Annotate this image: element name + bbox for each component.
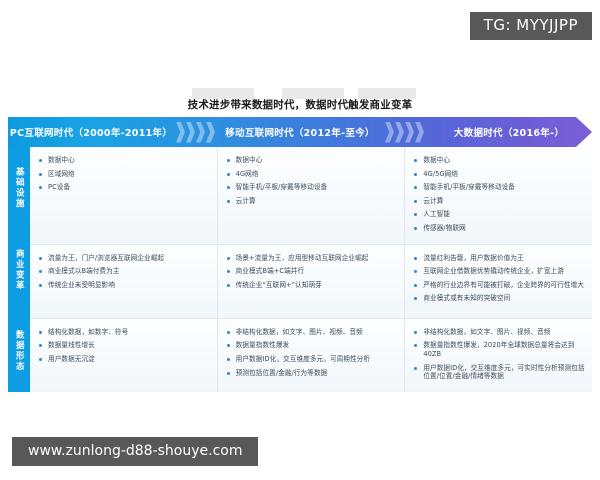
- cell-business-change-mobile: 场景+流量为王，应用型移动互联网企业崛起商业模式B端+C端并行传统企业“互联网+…: [218, 244, 406, 318]
- era-label-pc: PC互联网时代（2000年-2011年）: [9, 128, 173, 139]
- bullet-item: 云计算: [414, 197, 585, 206]
- bullet-list: 非结构化数据，如文字、图片、视频、音频数据量指数性爆发，2020年全球数据总量将…: [414, 328, 585, 381]
- site-watermark: www.zunlong-d88-shouye.com: [12, 436, 259, 466]
- rail-label-infrastructure: 基础设施: [14, 166, 25, 209]
- chevron-right-icon: [186, 122, 195, 143]
- bullet-list: 流量为王，门户/浏览器互联网企业崛起商业模式以B端付费为主传统企业未受明显影响: [39, 254, 210, 290]
- rail-label-business-change: 商业变革: [14, 248, 25, 291]
- cell-infrastructure-bigdata: 数据中心 4G/5G网络智能手机/平板/穿戴等移动设备云计算人工智能传感器/物联网: [405, 147, 592, 244]
- bullet-item: 结构化数据，如数字、符号: [39, 328, 210, 337]
- bullet-item: 非结构化数据，如文字、图片、视频、音频: [414, 328, 585, 337]
- infographic: 技术进步带来数据时代，数据时代触发商业变革 PC互联网时代（2000年-2011…: [8, 88, 592, 392]
- chevron-right-icon: [176, 122, 185, 143]
- redaction-smudge: [357, 88, 416, 99]
- chevron-right-icon: [385, 122, 394, 143]
- bullet-item: 智能手机/平板/穿戴等移动设备: [414, 183, 585, 192]
- bullet-item: 商业模式B端+C端并行: [226, 267, 398, 276]
- bullet-item: 预测包括位置/金融/行为等数据: [226, 369, 398, 378]
- rail-label-data-form: 数据形态: [14, 330, 25, 373]
- rail-cell-business-change: 商业变革: [8, 229, 30, 311]
- bullet-item: 用户数据无沉淀: [39, 355, 210, 364]
- bullet-item: 数据量线性增长: [39, 341, 210, 350]
- chevron-right-icon: [196, 122, 205, 143]
- chevron-right-icon: [405, 122, 414, 143]
- bullet-list: 数据中心 4G/5G网络智能手机/平板/穿戴等移动设备云计算人工智能传感器/物联网: [414, 156, 585, 233]
- bullet-list: 非结构化数据，如文字、图片、视频、音频数据量指数性爆发用户数据ID化，交互维度多…: [226, 328, 398, 378]
- bullet-item: 传统企业未受明显影响: [39, 281, 210, 290]
- bullet-item: PC设备: [39, 183, 210, 192]
- bullet-list: 场景+流量为王，应用型移动互联网企业崛起商业模式B端+C端并行传统企业“互联网+…: [226, 254, 398, 290]
- page-title: 技术进步带来数据时代，数据时代触发商业变革: [186, 88, 416, 112]
- bullet-list: 数据中心 4G网络智能手机/平板/穿戴等移动设备云计算: [226, 156, 398, 206]
- bullet-item: 传感器/物联网: [414, 224, 585, 233]
- bullet-item: 商业模式以B端付费为主: [39, 267, 210, 276]
- redaction-smudge: [281, 88, 344, 99]
- bullet-item: 人工智能: [414, 210, 585, 219]
- grid-row-data-form: 结构化数据，如数字、符号数据量线性增长用户数据无沉淀 非结构化数据，如文字、图片…: [30, 318, 592, 392]
- chevron-right-icon: [206, 122, 215, 143]
- bullet-item: 流量为王，门户/浏览器互联网企业崛起: [39, 254, 210, 263]
- page-title-text: 技术进步带来数据时代，数据时代触发商业变革: [187, 99, 413, 111]
- cell-business-change-pc: 流量为王，门户/浏览器互联网企业崛起商业模式以B端付费为主传统企业未受明显影响: [30, 244, 218, 318]
- bullet-list: 结构化数据，如数字、符号数据量线性增长用户数据无沉淀: [39, 328, 210, 364]
- bullet-item: 商业模式或有未知的突破空间: [414, 294, 585, 303]
- era-label-bigdata: 大数据时代（2016年-）: [453, 128, 565, 139]
- chevron-separator-2: [383, 122, 426, 143]
- era-timeline-banner: PC互联网时代（2000年-2011年） 移动互联网时代（2012年-至今） 大…: [8, 117, 592, 147]
- bullet-item: 非结构化数据，如文字、图片、视频、音频: [226, 328, 398, 337]
- bullet-item: 数据中心: [39, 156, 210, 165]
- bullet-item: 用户数据ID化，交互维度多元，可周期性分析: [226, 355, 398, 364]
- bullet-item: 数据中心: [226, 156, 398, 165]
- category-rail: 基础设施 商业变革 数据形态: [8, 147, 30, 392]
- chevron-right-icon: [415, 122, 424, 143]
- chevron-separator-1: [174, 122, 217, 143]
- chevron-right-icon: [395, 122, 404, 143]
- grid-row-business-change: 流量为王，门户/浏览器互联网企业崛起商业模式以B端付费为主传统企业未受明显影响 …: [30, 244, 592, 319]
- cell-data-form-pc: 结构化数据，如数字、符号数据量线性增长用户数据无沉淀: [30, 318, 218, 392]
- cell-data-form-mobile: 非结构化数据，如文字、图片、视频、音频数据量指数性爆发用户数据ID化，交互维度多…: [218, 318, 406, 392]
- bullet-item: 4G网络: [226, 170, 398, 179]
- era-label-mobile: 移动互联网时代（2012年-至今）: [225, 128, 375, 139]
- tg-tag-badge: TG: MYYJJPP: [469, 12, 592, 40]
- bullet-item: 用户数据ID化，交互维度多元，可实时性分析预测包括位置/位置/金融/情绪等数据: [414, 364, 585, 381]
- bullet-item: 智能手机/平板/穿戴等移动设备: [226, 183, 398, 192]
- bullet-item: 数据中心: [414, 156, 585, 165]
- rail-cell-data-form: 数据形态: [8, 310, 30, 392]
- bullet-item: 严格的行业边界有可能被打破，企业跨界的可行性增大: [414, 281, 585, 290]
- bullet-item: 云计算: [226, 197, 398, 206]
- cell-data-form-bigdata: 非结构化数据，如文字、图片、视频、音频数据量指数性爆发，2020年全球数据总量将…: [405, 319, 592, 392]
- redaction-smudge: [191, 88, 254, 99]
- bullet-item: 数据量指数性爆发，2020年全球数据总量将会达到40ZB: [414, 341, 585, 358]
- cell-infrastructure-pc: 数据中心区域网络 PC设备: [30, 147, 218, 244]
- cell-infrastructure-mobile: 数据中心 4G网络智能手机/平板/穿戴等移动设备云计算: [218, 147, 406, 244]
- bullet-list: 流量红利告罄，用户数据价值为王互联网企业借数据优势撬动传统企业，扩宽上游严格的行…: [414, 254, 585, 303]
- bullet-item: 互联网企业借数据优势撬动传统企业，扩宽上游: [414, 267, 585, 276]
- bullet-list: 数据中心区域网络 PC设备: [39, 156, 210, 192]
- bullet-item: 4G/5G网络: [414, 170, 585, 179]
- headline-row: 技术进步带来数据时代，数据时代触发商业变革: [8, 88, 592, 115]
- bullet-item: 传统企业“互联网+”认知萌芽: [226, 281, 398, 290]
- bullet-item: 流量红利告罄，用户数据价值为王: [414, 254, 585, 263]
- bullet-item: 场景+流量为王，应用型移动互联网企业崛起: [226, 254, 398, 263]
- rail-cell-infrastructure: 基础设施: [8, 147, 30, 229]
- bullet-item: 数据量指数性爆发: [226, 341, 398, 350]
- cell-business-change-bigdata: 流量红利告罄，用户数据价值为王互联网企业借数据优势撬动传统企业，扩宽上游严格的行…: [405, 245, 592, 318]
- bullet-item: 区域网络: [39, 170, 210, 179]
- comparison-panel: 基础设施 商业变革 数据形态 数据中心区域网络 PC设备 数据中心 4G网络智能手机…: [8, 147, 592, 392]
